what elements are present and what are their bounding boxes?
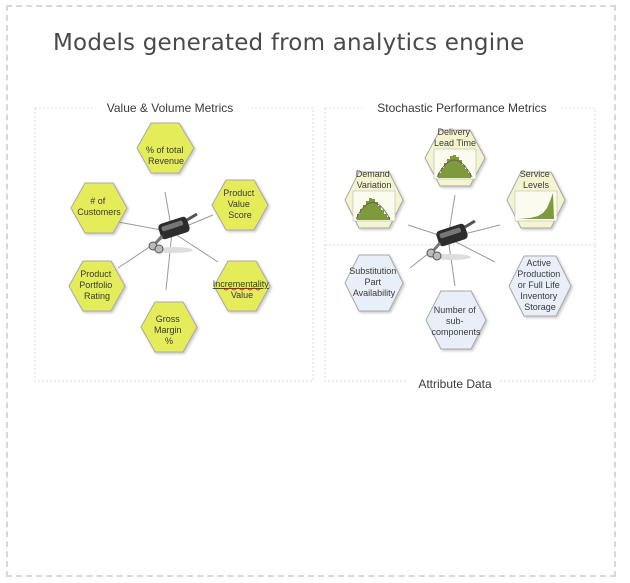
hex-active-line-1: Active (526, 258, 551, 268)
left-connectors (117, 191, 219, 291)
left-panel-frame (34, 107, 314, 382)
hex-product-value-line-3: Score (228, 210, 252, 220)
svg-text:Product Value Scor: Product Value Score (223, 188, 257, 220)
hex-substitution-line-1: Substitution (349, 266, 396, 276)
muffler-image-right (426, 219, 476, 261)
service-curve (518, 193, 554, 219)
hex-gross-margin: Gross Margin % (140, 301, 198, 353)
hex-active-line-3: or Full Life (518, 280, 560, 290)
hex-service-levels: Service Levels (506, 169, 566, 229)
hex-delivery-line-1: Delivery (437, 127, 470, 137)
hex-portfolio-line-3: Rating (84, 291, 110, 301)
svg-text:Product Portfolio: Product Portfolio Rating (79, 269, 115, 301)
hex-gross-margin-line-2: Margin (154, 325, 182, 335)
hex-demand-line-1: Demand (356, 169, 390, 179)
svg-text:Number of sub- com: Number of sub- components (431, 305, 481, 337)
left-panel-heading: Value & Volume Metrics (107, 101, 234, 115)
hex-subcomp-line-3: components (431, 327, 481, 337)
hex-portfolio-line-1: Product (80, 269, 112, 279)
muffler-image-left (148, 212, 198, 254)
hex-subcomp-line-2: sub- (446, 316, 464, 326)
hex-portfolio-line-2: Portfolio (79, 280, 112, 290)
right-panel-footer: Attribute Data (418, 377, 492, 391)
hex-incrementality-line-1: Incrementality (213, 279, 270, 289)
svg-text:Delivery Lead Time: Delivery Lead Time (434, 127, 476, 148)
hex-substitution: Substitution Part Availability (344, 254, 404, 312)
svg-text:Incrementality Value: Incrementality Value (213, 279, 272, 300)
hex-product-value-line-1: Product (223, 188, 255, 198)
hex-substitution-line-2: Part (364, 277, 381, 287)
hex-demand-variation: Demand Variation (344, 169, 404, 229)
hex-revenue-share-line-2: Revenue (148, 156, 184, 166)
hex-active-line-4: Inventory (520, 291, 558, 301)
hex-customers-line-1: # of (90, 196, 106, 206)
right-panel-heading: Stochastic Performance Metrics (377, 101, 546, 115)
spellcheck-underline (223, 287, 261, 291)
svg-text:Demand Variation: Demand Variation (356, 169, 393, 190)
hex-gross-margin-line-3: % (165, 336, 173, 346)
hex-gross-margin-line-1: Gross (156, 314, 181, 324)
svg-text:Active Production: Active Production or Full Life Inventory… (517, 258, 563, 312)
delivery-histogram (438, 155, 471, 178)
slide-title: Models generated from analytics engine (53, 30, 525, 56)
hex-incrementality-line-2: Value (231, 290, 253, 300)
demand-histogram (357, 198, 390, 220)
hex-product-value-score: Product Value Score (211, 179, 269, 231)
svg-text:% of total Revenue: % of total Revenue (146, 145, 186, 166)
svg-text:Gross Margin %: Gross Margin % (154, 314, 184, 346)
hex-active-line-5: Storage (524, 302, 556, 312)
hex-substitution-line-3: Availability (353, 288, 396, 298)
hex-service-line-2: Levels (523, 180, 550, 190)
hex-delivery-line-2: Lead Time (434, 138, 476, 148)
hex-revenue-share-line-1: % of total (146, 145, 184, 155)
hex-subcomp-line-1: Number of (434, 305, 477, 315)
hex-revenue-share: % of total Revenue (136, 122, 195, 174)
hex-delivery-lead-time: Delivery Lead Time (424, 127, 486, 187)
slide-card (6, 5, 616, 577)
hex-active-production: Active Production or Full Life Inventory… (508, 255, 572, 317)
svg-text:Substitution Part: Substitution Part Availability (349, 266, 399, 298)
hex-portfolio-rating: Product Portfolio Rating (68, 260, 126, 312)
hex-product-value-line-2: Value (228, 199, 250, 209)
hex-customers: # of Customers (70, 182, 128, 234)
hex-incrementality: Incrementality Value (213, 260, 272, 312)
svg-text:# of Customers: # of Customers (77, 196, 121, 217)
hex-sub-components: Number of sub- components (425, 290, 487, 350)
hex-demand-line-2: Variation (357, 180, 392, 190)
hex-customers-line-2: Customers (77, 207, 121, 217)
hex-service-line-1: Service (520, 169, 550, 179)
svg-text:Service Levels: Service Levels (520, 169, 553, 190)
hex-active-line-2: Production (517, 269, 560, 279)
